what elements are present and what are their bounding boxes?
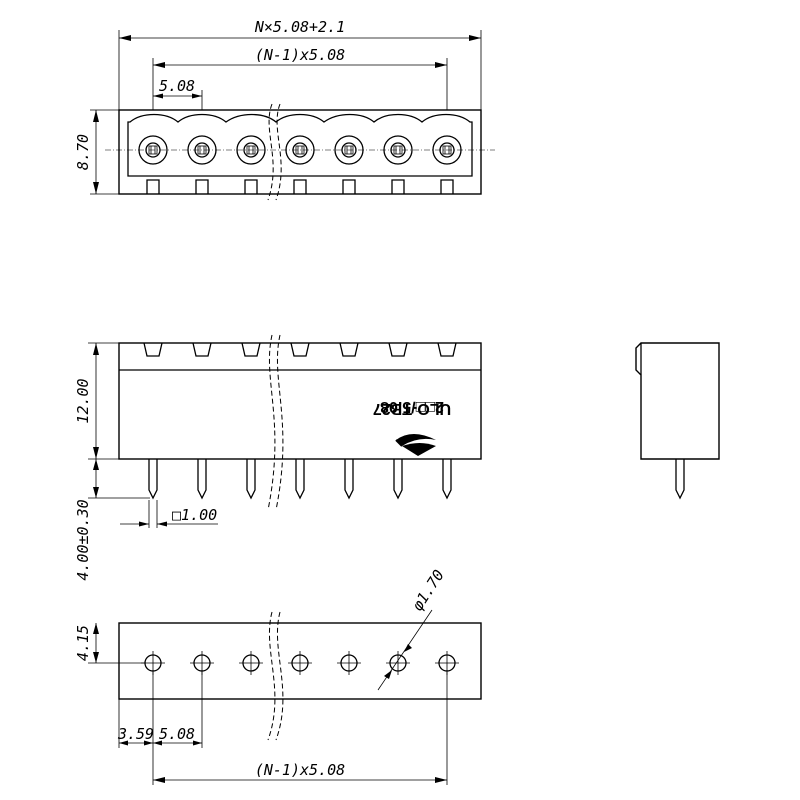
overall-width-label: N×5.08+2.1 (254, 18, 345, 36)
brand-logo-icon (395, 434, 436, 456)
span-label: (N-1)x5.08 (255, 46, 345, 64)
notch (388, 342, 408, 357)
top-notches (143, 342, 457, 357)
pin-slot (293, 179, 307, 194)
marking-line2: ULO-TB27 (373, 400, 451, 417)
hole (239, 651, 263, 675)
height-body-label: 12.00 (74, 378, 92, 423)
height-top-label: 8.70 (74, 134, 92, 170)
notch (290, 342, 310, 357)
pin (442, 459, 452, 500)
pcb-holes (141, 651, 459, 675)
side-view (635, 342, 720, 500)
hole (288, 651, 312, 675)
pin (197, 459, 207, 500)
pin-slot (391, 179, 405, 194)
notch (192, 342, 212, 357)
pin (344, 459, 354, 500)
pin (246, 459, 256, 500)
pin (148, 459, 158, 500)
bottom-view: 4.15 φ1.70 3.59 5.08 (N-1)x5.08 (74, 567, 482, 785)
screw-icon (383, 135, 413, 165)
pin-slot (146, 179, 160, 194)
front-view: 2□□/5.08 ULO-TB27 12.00 4.00±0.30 (74, 334, 482, 581)
notch (241, 342, 261, 357)
marking-line1: 2□□/5.08 (380, 398, 444, 415)
screw-icon (138, 135, 168, 165)
screw-row (138, 135, 462, 194)
pin-square-label: □1.00 (172, 506, 217, 524)
pin-slot (244, 179, 258, 194)
screw-icon (334, 135, 364, 165)
hole (337, 651, 361, 675)
screw-icon (187, 135, 217, 165)
pin (393, 459, 403, 500)
hole-diameter-label: φ1.70 (408, 567, 448, 615)
pin-slot (195, 179, 209, 194)
hole-offset-y-label: 4.15 (74, 625, 92, 661)
notch (437, 342, 457, 357)
pitch-label: 5.08 (159, 77, 195, 95)
pin (295, 459, 305, 500)
screw-icon (285, 135, 315, 165)
hole-offset-x-label: 3.59 (117, 725, 154, 743)
pin-slot (440, 179, 454, 194)
pin-length-label: 4.00±0.30 (74, 499, 92, 580)
front-pins (148, 459, 452, 500)
screw-icon (432, 135, 462, 165)
hole (386, 651, 410, 675)
span-bottom-label: (N-1)x5.08 (255, 761, 345, 779)
top-view: N×5.08+2.1 (N-1)x5.08 5.08 8.70 (74, 18, 495, 201)
notch (339, 342, 359, 357)
screw-icon (236, 135, 266, 165)
pin-slot (342, 179, 356, 194)
notch (143, 342, 163, 357)
pitch-bottom-label: 5.08 (159, 725, 195, 743)
